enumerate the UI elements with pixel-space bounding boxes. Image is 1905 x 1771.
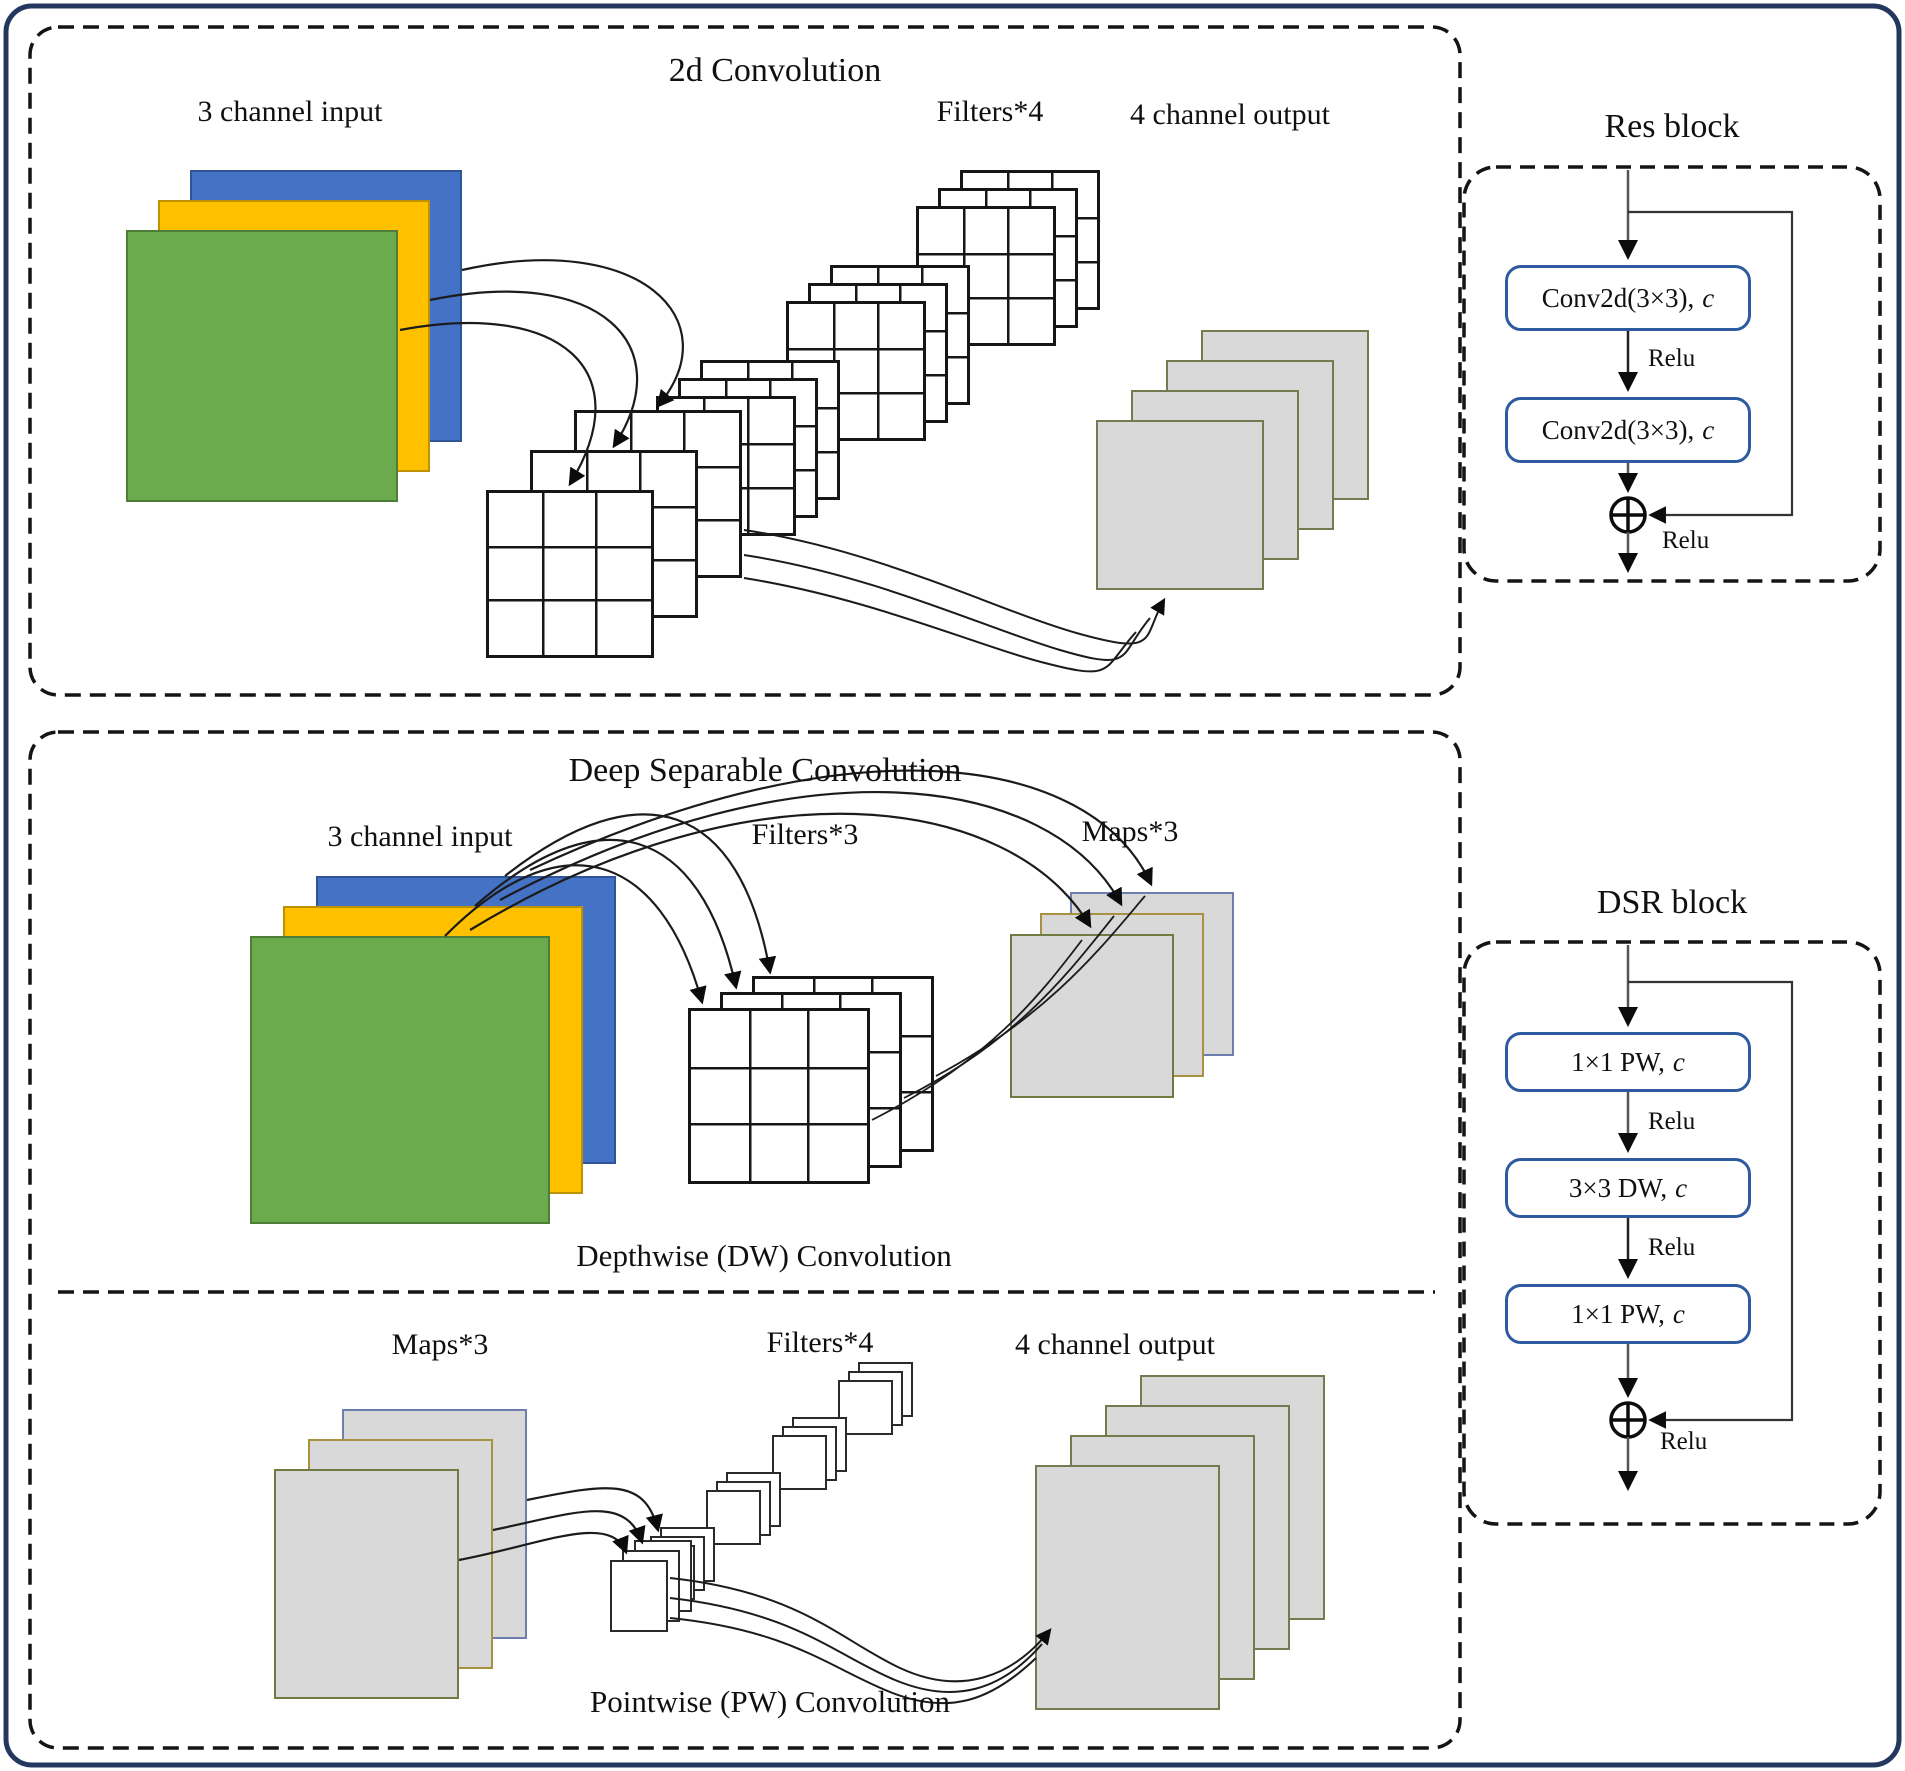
- pw-window-square: [610, 1560, 668, 1632]
- conv-window-grid: [486, 490, 654, 658]
- dsr-dw-box: 3×3 DW, c: [1505, 1158, 1751, 1218]
- conv2d-panel-border: [28, 25, 1462, 697]
- pw-maps-label: Maps*3: [391, 1328, 489, 1361]
- res-conv1-text: Conv2d(3×3),: [1541, 282, 1695, 313]
- pw-caption: Pointwise (PW) Convolution: [590, 1684, 950, 1719]
- dw-filter-grid: [688, 1008, 870, 1184]
- conv2d-input-label: 3 channel input: [197, 95, 383, 128]
- pw-output-channel: [1035, 1465, 1220, 1710]
- pw-filter-square: [838, 1380, 893, 1435]
- res-block-border: [1462, 165, 1882, 583]
- conv2d-filters-label: Filters*4: [936, 95, 1044, 128]
- separable-panel-title: Deep Separable Convolution: [568, 752, 962, 789]
- dsr-pw1-box: 1×1 PW, c: [1505, 1032, 1751, 1092]
- res-conv1-var: c: [1702, 282, 1715, 313]
- conv2d-panel-title: 2d Convolution: [668, 52, 882, 89]
- outer-navy-border: [3, 3, 1902, 1768]
- dw-map-green: [1010, 934, 1174, 1098]
- dw-caption: Depthwise (DW) Convolution: [576, 1238, 952, 1273]
- res-block-title: Res block: [1604, 108, 1740, 145]
- res-conv1-box: Conv2d(3×3), c: [1505, 265, 1751, 331]
- dsr-relu-out-label: Relu: [1660, 1428, 1708, 1455]
- res-conv2-var: c: [1702, 414, 1715, 445]
- dw-filters-label: Filters*3: [751, 818, 859, 851]
- pw-filter-square: [706, 1490, 761, 1545]
- dsr-dw-text: 3×3 DW,: [1568, 1172, 1668, 1203]
- dsr-pw2-var: c: [1672, 1298, 1685, 1329]
- pw-filters-label: Filters*4: [766, 1326, 874, 1359]
- res-conv2-text: Conv2d(3×3),: [1541, 414, 1695, 445]
- dsr-pw1-var: c: [1672, 1046, 1685, 1077]
- res-conv2-box: Conv2d(3×3), c: [1505, 397, 1751, 463]
- dsr-pw1-text: 1×1 PW,: [1571, 1046, 1665, 1077]
- dsr-relu1-label: Relu: [1648, 1108, 1696, 1135]
- input-channel-green: [126, 230, 398, 502]
- res-relu-mid-label: Relu: [1648, 345, 1696, 372]
- dw-maps-label: Maps*3: [1081, 815, 1179, 848]
- dw-input-label: 3 channel input: [327, 820, 513, 853]
- conv2d-output-label: 4 channel output: [1130, 98, 1330, 131]
- pw-output-label: 4 channel output: [1015, 1328, 1215, 1361]
- output-channel: [1096, 420, 1264, 590]
- dsr-pw2-box: 1×1 PW, c: [1505, 1284, 1751, 1344]
- dsr-block-border: [1462, 940, 1882, 1526]
- dsr-dw-var: c: [1675, 1172, 1688, 1203]
- res-relu-out-label: Relu: [1662, 527, 1710, 554]
- separable-panel-border: [28, 730, 1462, 1750]
- pw-filter-square: [772, 1435, 827, 1490]
- dsr-relu2-label: Relu: [1648, 1234, 1696, 1261]
- pw-map-green: [274, 1469, 459, 1699]
- dsr-pw2-text: 1×1 PW,: [1571, 1298, 1665, 1329]
- dw-input-channel-green: [250, 936, 550, 1224]
- dsr-block-title: DSR block: [1596, 884, 1748, 921]
